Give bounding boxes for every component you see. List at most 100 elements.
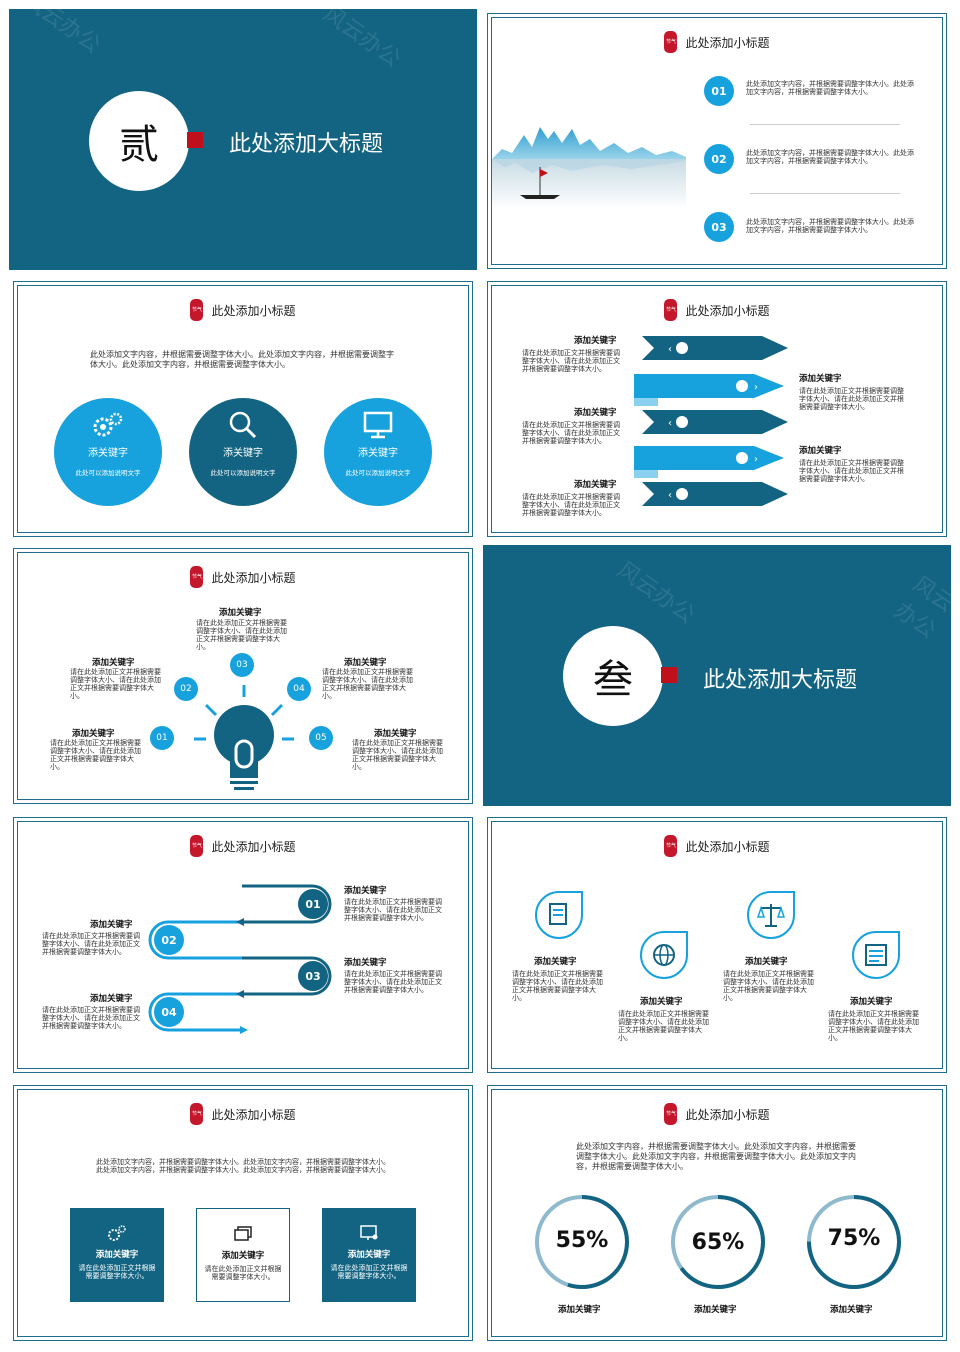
body-right-upper: 请在此处添加正文并根据需要调整字体大小、请在此处添加正文并根据需要调整字体大小。 bbox=[322, 668, 413, 700]
keyword-1: 添加关键字 bbox=[534, 957, 577, 967]
body-2: 请在此处添加正文并根据需要调整字体大小、请在此处添加正文并根据需要调整字体大小。 bbox=[618, 1010, 709, 1042]
slide-subtitle: 此处添加小标题 bbox=[685, 839, 770, 854]
ring-keyword-2: 添加关键字 bbox=[694, 1305, 737, 1315]
section-number-circle: 贰 bbox=[89, 91, 189, 191]
keyword-right-2: 添加关键字 bbox=[344, 958, 387, 968]
keyword-left-1: 添加关键字 bbox=[574, 336, 617, 346]
box-keyword: 添加关键字 bbox=[347, 1250, 391, 1260]
feature-box-3: 添加关键字 请在此处添加正文并根据需要调整字体大小。 bbox=[322, 1208, 416, 1302]
feature-label: 添关键字 bbox=[358, 448, 398, 459]
watermark: 风云办公 bbox=[18, 9, 105, 59]
keyword-left-1: 添加关键字 bbox=[90, 920, 133, 930]
keyword-top: 添加关键字 bbox=[219, 608, 262, 618]
scales-icon bbox=[747, 891, 795, 939]
timeline-number-01: 01 bbox=[298, 889, 328, 919]
body-right-1: 请在此处添加正文并根据需要调整字体大小、请在此处添加正文并根据需要调整字体大小。 bbox=[344, 898, 442, 922]
seal-icon: 节气 bbox=[190, 835, 204, 857]
seal-icon: 节气 bbox=[664, 299, 678, 321]
item-text-03: 此处添加文字内容，并根据需要调整字体大小。此处添加文字内容，并根据需要调整字体大… bbox=[746, 218, 914, 234]
slide-landscape-list: 节气 此处添加小标题 01 此处添加文字内容，并根据需要调整字体大小。此处添加文… bbox=[487, 13, 947, 269]
monitor-icon bbox=[363, 411, 393, 439]
divider bbox=[750, 193, 900, 194]
item-number-03: 03 bbox=[704, 212, 734, 242]
bulb-number-01: 01 bbox=[150, 726, 174, 750]
slide-lightbulb: 节气 此处添加小标题 03 02 04 01 05 添加关键字 请在此处添加正文… bbox=[13, 548, 473, 804]
timeline-number-03: 03 bbox=[298, 961, 328, 991]
body-1: 请在此处添加正文并根据需要调整字体大小、请在此处添加正文并根据需要调整字体大小。 bbox=[512, 970, 603, 1002]
progress-value-3: 75% bbox=[827, 1226, 881, 1251]
body-right-lower: 请在此处添加正文并根据需要调整字体大小、请在此处添加正文并根据需要调整字体大小。 bbox=[352, 739, 443, 771]
newspaper-icon bbox=[852, 931, 900, 979]
body-left-1: 请在此处添加正文并根据需要调整字体大小、请在此处添加正文并根据需要调整字体大小。 bbox=[42, 932, 140, 956]
feature-desc: 此处可以添加说明文字 bbox=[210, 469, 276, 477]
watermark: 风云办公 bbox=[889, 571, 951, 644]
body-left-upper: 请在此处添加正文并根据需要调整字体大小、请在此处添加正文并根据需要调整字体大小。 bbox=[70, 668, 161, 700]
svg-text:›: › bbox=[754, 382, 758, 393]
keyword-left-2: 添加关键字 bbox=[90, 994, 133, 1004]
windows-icon bbox=[234, 1226, 252, 1241]
keyword-right-1: 添加关键字 bbox=[799, 374, 842, 384]
section-number-circle: 叁 bbox=[563, 626, 663, 726]
keyword-3: 添加关键字 bbox=[745, 957, 788, 967]
body-top: 请在此处添加正文并根据需要调整字体大小、请在此处添加正文并根据需要调整字体大小。 bbox=[196, 619, 287, 651]
progress-value-2: 65% bbox=[691, 1230, 745, 1255]
slide-subtitle: 此处添加小标题 bbox=[685, 35, 770, 50]
slide-subtitle: 此处添加小标题 bbox=[211, 570, 296, 585]
seal-icon: 节气 bbox=[190, 1103, 204, 1125]
red-square-marker bbox=[187, 132, 203, 148]
box-body: 请在此处添加正文并根据需要调整字体大小。 bbox=[204, 1265, 282, 1281]
keyword-right-upper: 添加关键字 bbox=[344, 658, 387, 668]
slide-header: 节气 此处添加小标题 bbox=[14, 1102, 472, 1126]
feature-desc: 此处可以添加说明文字 bbox=[345, 469, 411, 477]
item-number-01: 01 bbox=[704, 76, 734, 106]
feature-box-1: 添加关键字 请在此处添加正文并根据需要调整字体大小。 bbox=[70, 1208, 164, 1302]
lightbulb-icon bbox=[194, 685, 294, 790]
slide-snake-timeline: 节气 此处添加小标题 01 02 03 04 添加关键字 请在此处添加正文并根据… bbox=[13, 817, 473, 1073]
slide-header: 节气 此处添加小标题 bbox=[488, 298, 946, 322]
body-left-3: 请在此处添加正文并根据需要调整字体大小、请在此处添加正文并根据需要调整字体大小。 bbox=[522, 493, 620, 517]
feature-box-2: 添加关键字 请在此处添加正文并根据需要调整字体大小。 bbox=[196, 1208, 290, 1302]
keyword-right-lower: 添加关键字 bbox=[374, 729, 417, 739]
item-number-02: 02 bbox=[704, 144, 734, 174]
progress-ring-1 bbox=[535, 1195, 629, 1289]
slide-header: 节气 此处添加小标题 bbox=[488, 834, 946, 858]
ring-keyword-1: 添加关键字 bbox=[558, 1305, 601, 1315]
slide-subtitle: 此处添加小标题 bbox=[211, 303, 296, 318]
body-3: 请在此处添加正文并根据需要调整字体大小、请在此处添加正文并根据需要调整字体大小。 bbox=[723, 970, 814, 1002]
keyword-4: 添加关键字 bbox=[850, 997, 893, 1007]
keyword-right-1: 添加关键字 bbox=[344, 886, 387, 896]
slide-three-boxes: 节气 此处添加小标题 此处添加文字内容，并根据需要调整字体大小。此处添加文字内容… bbox=[13, 1085, 473, 1341]
slide-header: 节气 此处添加小标题 bbox=[14, 298, 472, 322]
keyword-left-3: 添加关键字 bbox=[574, 480, 617, 490]
bulb-number-03: 03 bbox=[230, 653, 254, 677]
seal-icon: 节气 bbox=[190, 566, 204, 588]
svg-text:‹: ‹ bbox=[668, 490, 672, 501]
gears-icon bbox=[93, 412, 123, 437]
slide-header: 节气 此处添加小标题 bbox=[488, 1102, 946, 1126]
magnifier-icon bbox=[229, 411, 257, 439]
body-left-lower: 请在此处添加正文并根据需要调整字体大小、请在此处添加正文并根据需要调整字体大小。 bbox=[50, 739, 141, 771]
body-right-2: 请在此处添加正文并根据需要调整字体大小、请在此处添加正文并根据需要调整字体大小。 bbox=[344, 970, 442, 994]
gears-icon bbox=[108, 1225, 126, 1241]
slide-header: 节气 此处添加小标题 bbox=[14, 834, 472, 858]
body-right-1: 请在此处添加正文并根据需要调整字体大小、请在此处添加正文并根据需要调整字体大小。 bbox=[799, 387, 904, 411]
slide-subtitle: 此处添加小标题 bbox=[685, 303, 770, 318]
box-body: 请在此处添加正文并根据需要调整字体大小。 bbox=[330, 1264, 408, 1280]
slide-header: 节气 此处添加小标题 bbox=[14, 565, 472, 589]
slide-section-3: 风云办公 风云办公 叁 此处添加大标题 bbox=[483, 545, 951, 806]
slide-subtitle: 此处添加小标题 bbox=[211, 1107, 296, 1122]
keyword-2: 添加关键字 bbox=[640, 997, 683, 1007]
divider bbox=[750, 124, 900, 125]
intro-text: 此处添加文字内容，并根据需要调整字体大小。此处添加文字内容，并根据需要调整字体大… bbox=[576, 1142, 856, 1171]
progress-ring-3 bbox=[807, 1195, 901, 1289]
bulb-number-02: 02 bbox=[174, 677, 198, 701]
seal-icon: 节气 bbox=[664, 31, 678, 53]
bulb-number-05: 05 bbox=[309, 726, 333, 750]
red-square-marker bbox=[661, 667, 677, 683]
item-text-01: 此处添加文字内容，并根据需要调整字体大小。此处添加文字内容，并根据需要调整字体大… bbox=[746, 80, 914, 96]
slide-subtitle: 此处添加小标题 bbox=[211, 839, 296, 854]
seal-icon: 节气 bbox=[190, 299, 204, 321]
slide-section-2: 风云办公 风云办公 贰 此处添加大标题 bbox=[9, 9, 477, 270]
feature-label: 添关键字 bbox=[223, 448, 263, 459]
body-right-2: 请在此处添加正文并根据需要调整字体大小、请在此处添加正文并根据需要调整字体大小。 bbox=[799, 459, 904, 483]
